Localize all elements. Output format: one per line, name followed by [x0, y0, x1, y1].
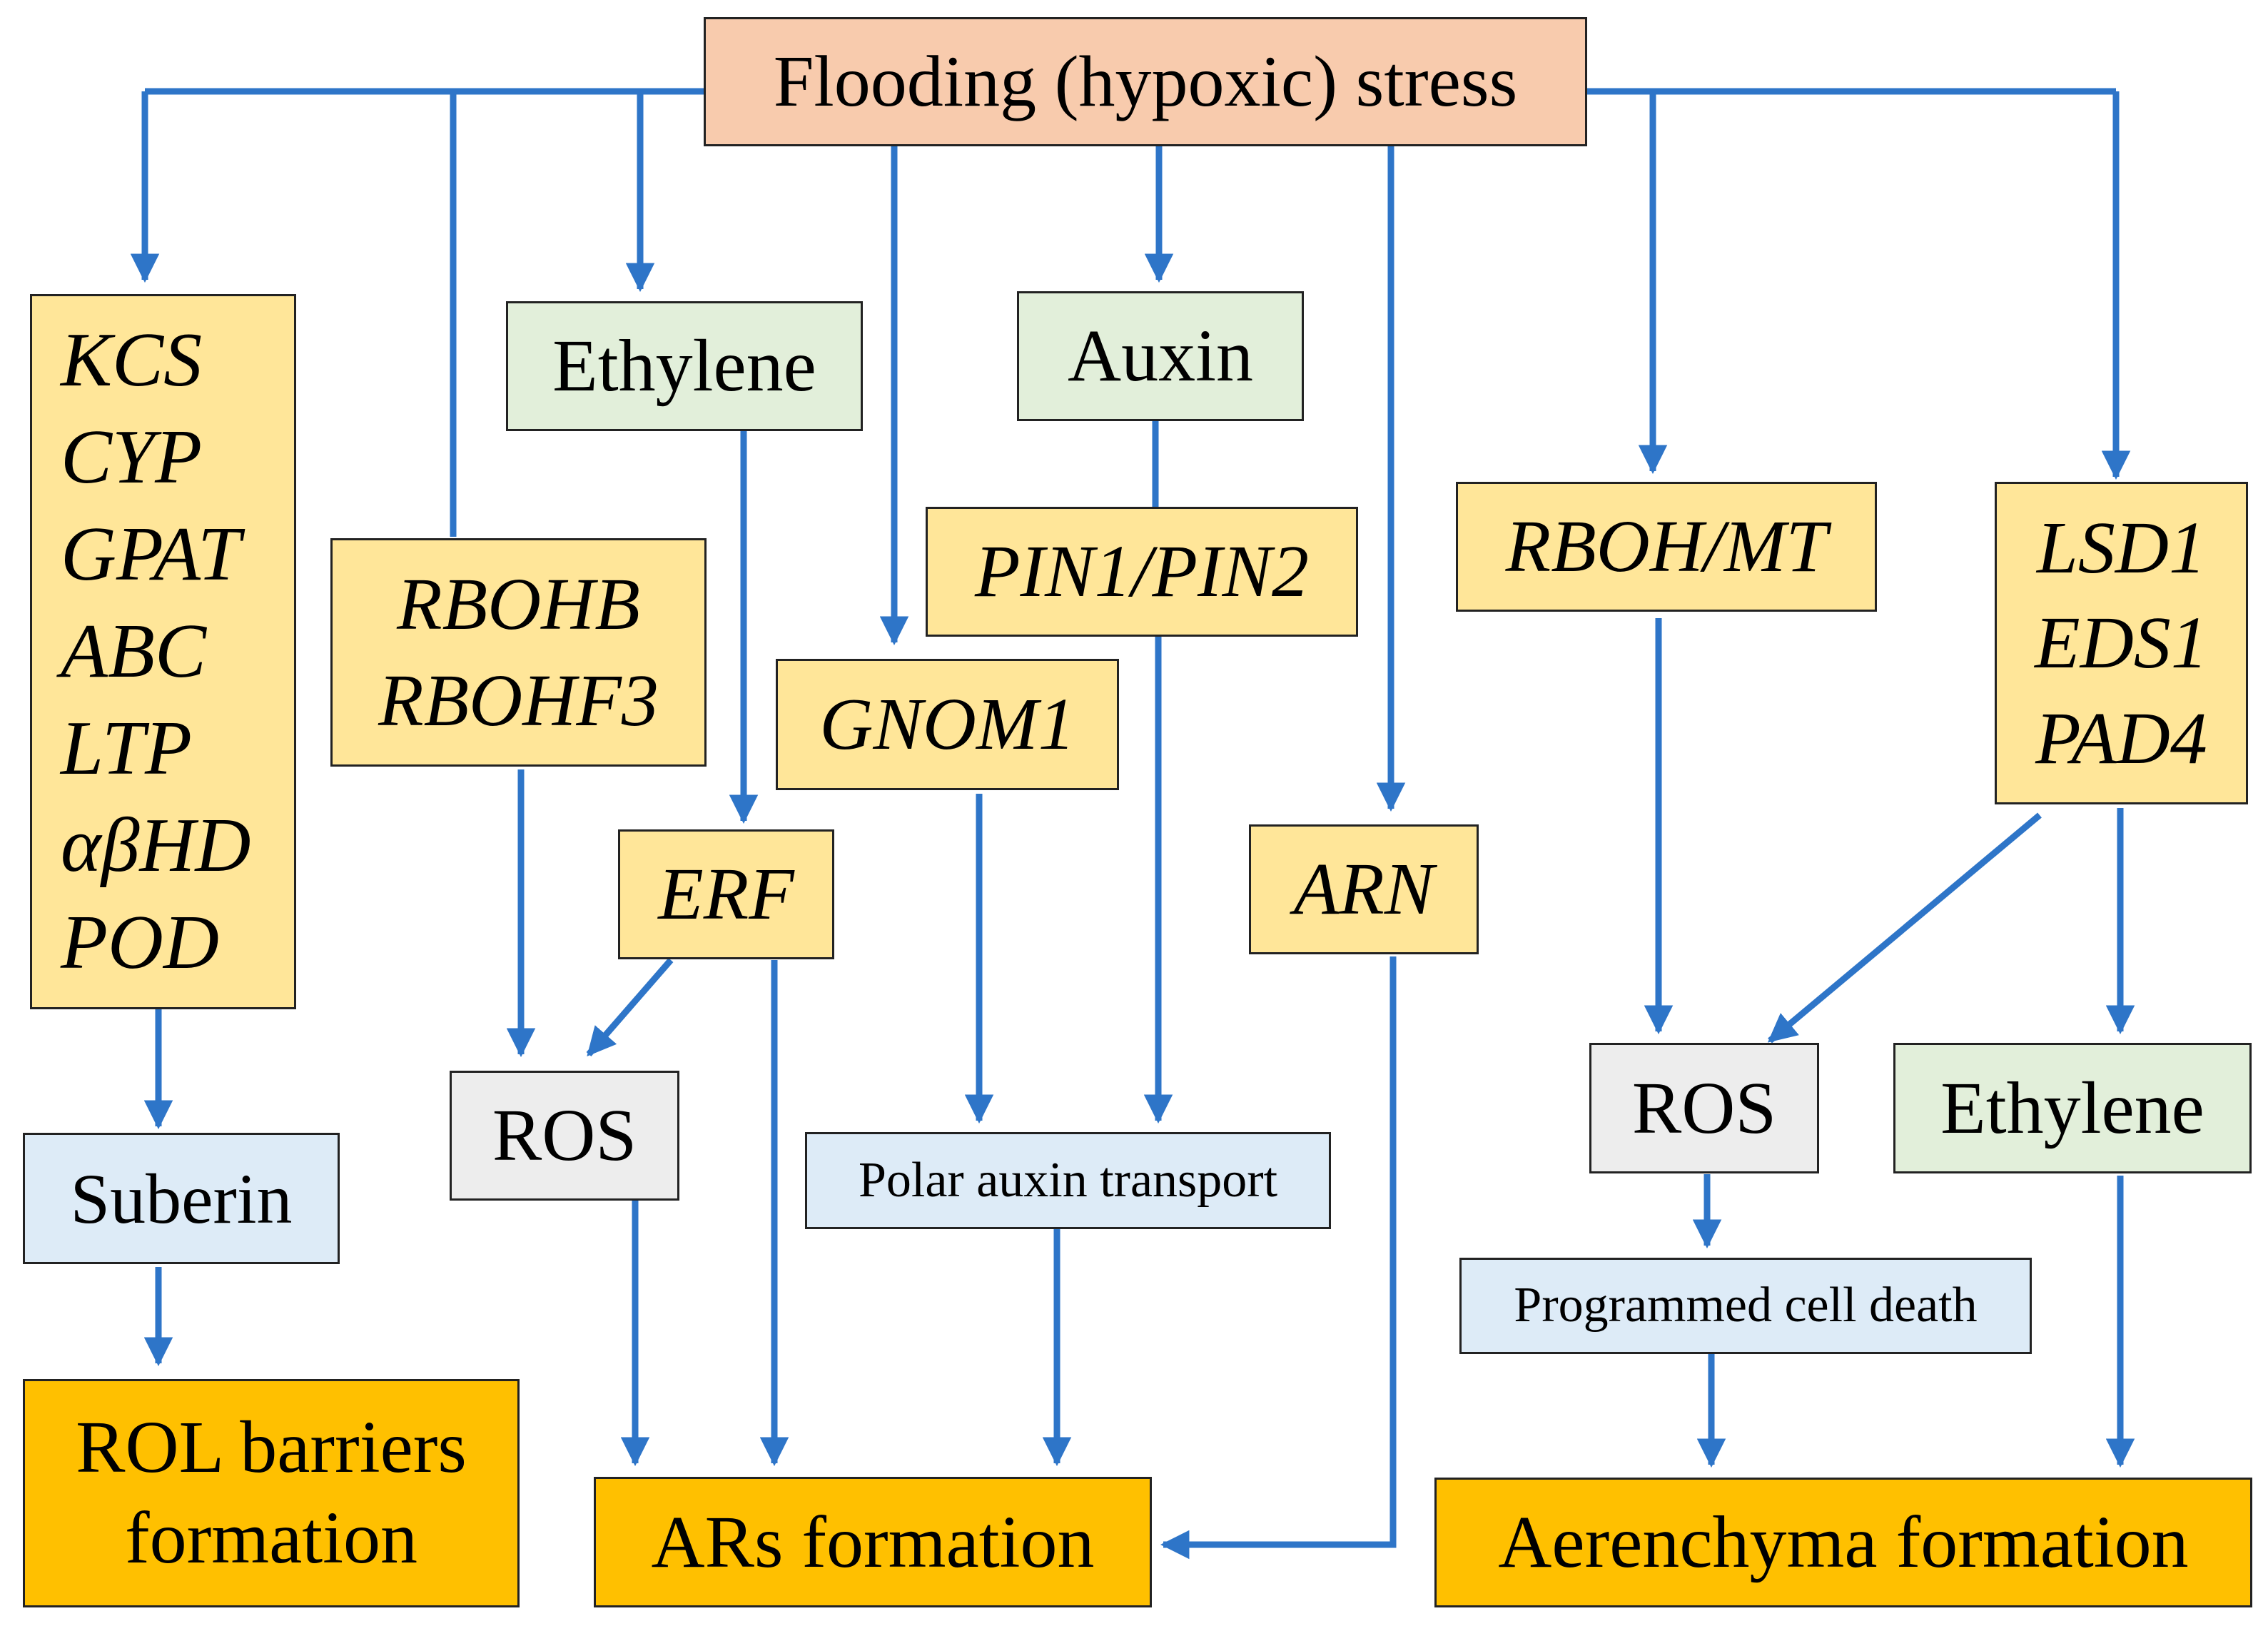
- ars-formation-label: ARs formation: [651, 1500, 1095, 1583]
- erf-label: ERF: [658, 853, 794, 936]
- pin-label: PIN1/PIN2: [975, 530, 1309, 613]
- rbohmt-label: RBOH/MT: [1505, 505, 1828, 588]
- gene-rbohf3: RBOHF3: [378, 660, 659, 742]
- gene-abhd: αβHD: [61, 803, 251, 889]
- gene-kcs: KCS: [61, 317, 203, 403]
- suberin-box: Suberin: [23, 1133, 340, 1264]
- aerenchyma-label: Aerenchyma formation: [1498, 1501, 2189, 1584]
- polar-auxin-box: Polar auxin transport: [805, 1132, 1331, 1229]
- arn-box: ARN: [1249, 824, 1479, 954]
- ethylene-right-box: Ethylene: [1893, 1043, 2252, 1173]
- pcd-box: Programmed cell death: [1459, 1258, 2032, 1354]
- arrow-lsd-to-ros: [1767, 812, 2042, 1044]
- ros-left-box: ROS: [450, 1071, 679, 1201]
- arrow-arn-to-ars: [1160, 956, 1397, 1560]
- gene-gpat: GPAT: [61, 511, 241, 597]
- auxin-label: Auxin: [1068, 315, 1253, 398]
- gene-pad4: PAD4: [2035, 697, 2207, 779]
- auxin-box: Auxin: [1017, 291, 1304, 421]
- ethylene-left-label: Ethylene: [552, 325, 816, 408]
- suberin-label: Suberin: [70, 1158, 293, 1238]
- erf-box: ERF: [618, 829, 834, 959]
- rol-barriers-line1: ROL barriers: [76, 1406, 467, 1489]
- ros-left-label: ROS: [492, 1094, 637, 1177]
- rol-barriers-box: ROL barriers formation: [23, 1379, 520, 1607]
- suberin-genes-box: KCS CYP GPAT ABC LTP αβHD POD: [30, 294, 296, 1009]
- gene-rbohb: RBOHB: [397, 562, 640, 645]
- gene-eds1: EDS1: [2035, 602, 2208, 685]
- ethylene-left-box: Ethylene: [506, 301, 863, 431]
- gene-ltp: LTP: [61, 706, 192, 792]
- ethylene-right-label: Ethylene: [1940, 1066, 2204, 1149]
- rbohmt-box: RBOH/MT: [1456, 482, 1877, 612]
- arn-label: ARN: [1293, 848, 1434, 931]
- pcd-label: Programmed cell death: [1514, 1278, 1978, 1333]
- gene-abc: ABC: [61, 608, 206, 694]
- arrow-erf-to-ros: [586, 958, 674, 1057]
- lsd-genes-box: LSD1 EDS1 PAD4: [1995, 482, 2248, 804]
- gene-pod: POD: [61, 900, 219, 986]
- rol-barriers-line2: formation: [124, 1497, 418, 1579]
- ars-formation-box: ARs formation: [594, 1477, 1152, 1607]
- pin-box: PIN1/PIN2: [926, 507, 1358, 637]
- ros-right-label: ROS: [1631, 1066, 1777, 1149]
- flooding-stress-box: Flooding (hypoxic) stress: [704, 17, 1587, 146]
- polar-auxin-label: Polar auxin transport: [858, 1152, 1278, 1208]
- aerenchyma-box: Aerenchyma formation: [1434, 1478, 2252, 1607]
- gene-cyp: CYP: [61, 414, 203, 500]
- gnom-box: GNOM1: [776, 659, 1119, 790]
- rbohb-box: RBOHB RBOHF3: [330, 538, 707, 767]
- gene-lsd1: LSD1: [2037, 507, 2206, 590]
- flooding-stress-label: Flooding (hypoxic) stress: [773, 41, 1518, 122]
- gnom-label: GNOM1: [819, 683, 1075, 766]
- ros-right-box: ROS: [1589, 1043, 1819, 1173]
